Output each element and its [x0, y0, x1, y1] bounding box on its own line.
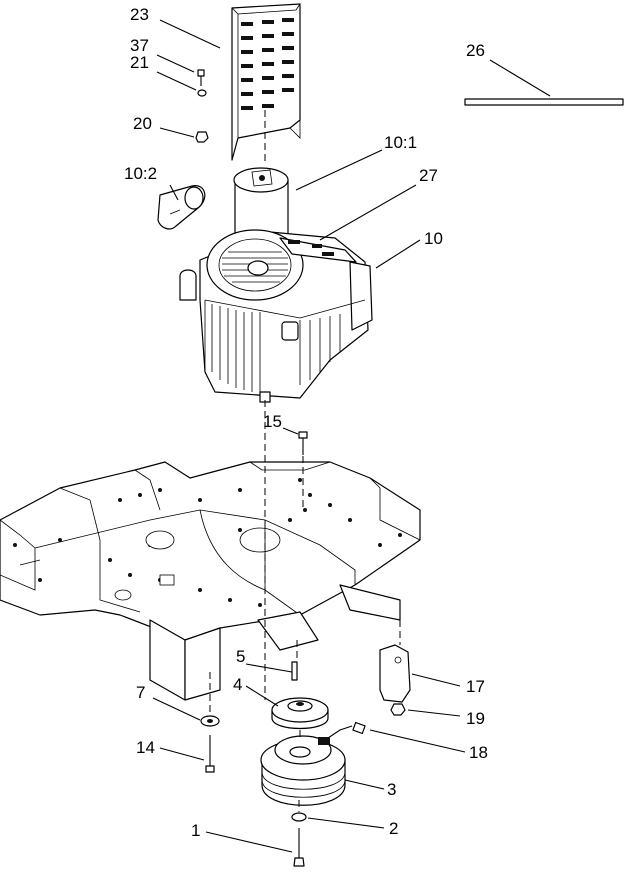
part-37-screw — [197, 69, 205, 86]
callout-20: 20 — [133, 114, 152, 133]
part-10-2-clamp — [157, 185, 206, 230]
part-7-washer — [200, 715, 220, 727]
part-3-clutch — [260, 735, 346, 806]
part-20-nut — [195, 131, 209, 143]
part-10-engine — [179, 229, 373, 403]
assembly-centerlines — [209, 110, 401, 812]
callout-10: 10 — [424, 229, 443, 248]
callout-7: 7 — [136, 683, 146, 702]
part-19-nut — [390, 703, 406, 716]
callout-37: 37 — [130, 36, 149, 55]
callout-10-1: 10:1 — [384, 133, 418, 152]
callout-2: 2 — [389, 819, 399, 838]
callout-26: 26 — [466, 41, 485, 60]
callout-18: 18 — [469, 743, 488, 762]
part-2-washer — [291, 812, 307, 822]
frame-chassis — [0, 461, 421, 701]
part-5-key — [291, 661, 298, 681]
callout-10-2: 10:2 — [124, 164, 158, 183]
part-26-rod — [464, 98, 624, 106]
callout-1: 1 — [191, 821, 201, 840]
callout-3: 3 — [387, 780, 397, 799]
callout-23: 23 — [130, 5, 149, 24]
callout-4: 4 — [233, 675, 243, 694]
part-18-connector — [321, 721, 366, 743]
part-21-washer — [197, 89, 207, 97]
callout-21: 21 — [130, 53, 149, 72]
part-15-bolt — [298, 431, 308, 455]
leader-lines — [152, 19, 551, 853]
callout-27: 27 — [419, 166, 438, 185]
part-1-bolt — [293, 828, 305, 867]
callout-5: 5 — [236, 647, 246, 666]
part-23-heat-shield — [231, 3, 301, 161]
part-14-bolt — [205, 735, 215, 773]
part-17-bracket — [379, 644, 411, 703]
callout-15: 15 — [263, 412, 282, 431]
callout-19: 19 — [466, 709, 485, 728]
part-4-pulley — [271, 697, 329, 730]
callout-17: 17 — [466, 677, 485, 696]
callout-14: 14 — [136, 738, 155, 757]
